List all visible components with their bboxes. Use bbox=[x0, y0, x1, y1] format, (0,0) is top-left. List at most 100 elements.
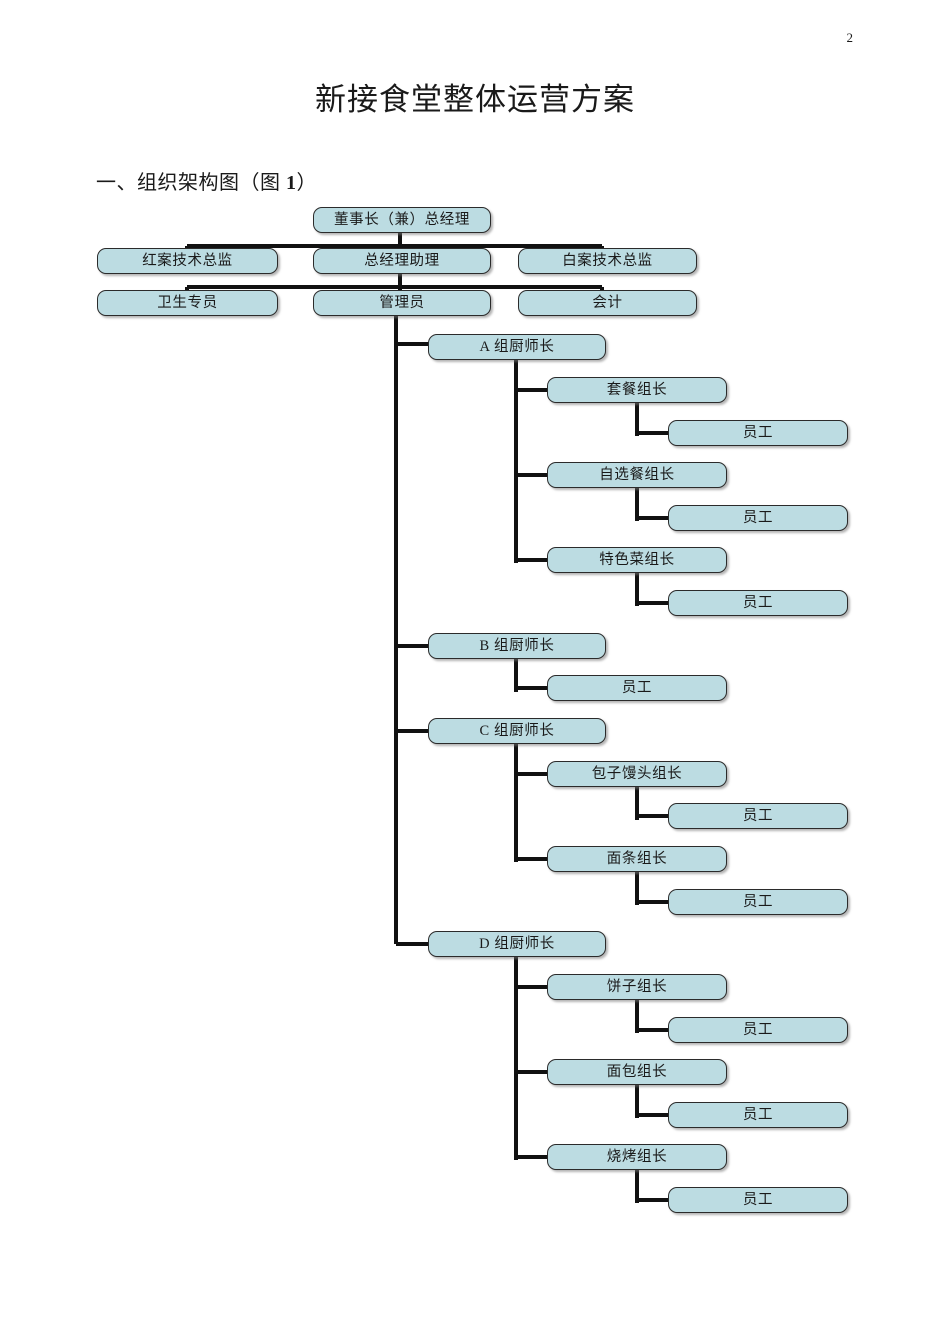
org-node-label: B 组厨师长 bbox=[479, 637, 555, 654]
org-node-label: 饼子组长 bbox=[606, 978, 668, 995]
org-node-label: 套餐组长 bbox=[606, 381, 668, 398]
org-node-n17: C 组厨师长 bbox=[428, 718, 606, 744]
org-node-n9: 套餐组长 bbox=[547, 377, 727, 403]
org-node-n2: 红案技术总监 bbox=[97, 248, 278, 274]
connector-spine-n27 bbox=[635, 1170, 639, 1203]
org-node-n3: 总经理助理 bbox=[313, 248, 491, 274]
org-node-n11: 自选餐组长 bbox=[547, 462, 727, 488]
org-node-n6: 管理员 bbox=[313, 290, 491, 316]
connector-stub-n15 bbox=[396, 644, 432, 648]
org-node-label: 管理员 bbox=[379, 294, 425, 311]
org-node-label: 员工 bbox=[742, 893, 774, 910]
org-node-label: 员工 bbox=[742, 594, 774, 611]
connector-trunk-l1-bus bbox=[187, 285, 602, 289]
org-node-n4: 白案技术总监 bbox=[518, 248, 697, 274]
org-node-n15: B 组厨师长 bbox=[428, 633, 606, 659]
org-node-label: 自选餐组长 bbox=[599, 466, 675, 483]
org-node-label: 面条组长 bbox=[606, 850, 668, 867]
org-node-label: 员工 bbox=[742, 807, 774, 824]
org-node-label: 会计 bbox=[592, 294, 623, 311]
org-node-label: 员工 bbox=[742, 1191, 774, 1208]
section-heading-figure-number: 1 bbox=[286, 172, 297, 194]
org-node-n13: 特色菜组长 bbox=[547, 547, 727, 573]
connector-stub-n16 bbox=[516, 686, 551, 690]
connector-stub-n20 bbox=[516, 857, 551, 861]
org-node-n1: 董事长（兼）总经理 bbox=[313, 207, 491, 233]
org-node-n21: 员工 bbox=[668, 889, 848, 915]
org-node-n8: A 组厨师长 bbox=[428, 334, 606, 360]
org-node-label: 员工 bbox=[742, 1021, 774, 1038]
org-node-label: D 组厨师长 bbox=[479, 935, 555, 952]
connector-stub-n21 bbox=[637, 900, 672, 904]
connector-spine-n13 bbox=[635, 573, 639, 606]
connector-spine-A bbox=[514, 360, 518, 563]
org-node-n7: 会计 bbox=[518, 290, 697, 316]
org-node-label: 卫生专员 bbox=[157, 294, 218, 311]
org-node-n14: 员工 bbox=[668, 590, 848, 616]
connector-spine-n20 bbox=[635, 872, 639, 905]
connector-stub-n19 bbox=[637, 814, 672, 818]
document-title: 新接食堂整体运营方案 bbox=[315, 82, 635, 117]
org-node-label: 烧烤组长 bbox=[606, 1148, 668, 1165]
org-node-label: 总经理助理 bbox=[364, 252, 440, 269]
connector-trunk-l0-bus bbox=[187, 244, 602, 248]
connector-stub-n14 bbox=[637, 601, 672, 605]
org-node-n26: 员工 bbox=[668, 1102, 848, 1128]
connector-stub-n22 bbox=[396, 942, 432, 946]
connector-spine-B bbox=[514, 659, 518, 692]
org-node-label: 包子馒头组长 bbox=[591, 765, 683, 782]
connector-spine-D bbox=[514, 957, 518, 1160]
connector-spine-n11 bbox=[635, 488, 639, 521]
org-node-n25: 面包组长 bbox=[547, 1059, 727, 1085]
connector-stub-n10 bbox=[637, 431, 672, 435]
org-node-n10: 员工 bbox=[668, 420, 848, 446]
connector-trunk-l0-down bbox=[398, 233, 402, 248]
connector-spine-C bbox=[514, 744, 518, 862]
org-node-label: 员工 bbox=[621, 679, 653, 696]
org-node-n16: 员工 bbox=[547, 675, 727, 701]
org-node-n22: D 组厨师长 bbox=[428, 931, 606, 957]
org-node-n19: 员工 bbox=[668, 803, 848, 829]
org-node-label: 特色菜组长 bbox=[599, 551, 675, 568]
connector-stub-n11 bbox=[516, 473, 551, 477]
org-node-label: 员工 bbox=[742, 424, 774, 441]
connector-spine-n18 bbox=[635, 787, 639, 820]
connector-stub-n27 bbox=[516, 1155, 551, 1159]
connector-stub-n18 bbox=[516, 772, 551, 776]
org-node-n18: 包子馒头组长 bbox=[547, 761, 727, 787]
connector-spine-n25 bbox=[635, 1085, 639, 1118]
connector-stub-n8 bbox=[396, 342, 432, 346]
connector-spine-main bbox=[394, 316, 398, 944]
connector-trunk-l1-down bbox=[398, 274, 402, 288]
org-node-label: 员工 bbox=[742, 509, 774, 526]
section-heading-prefix: 一、组织架构图（图 bbox=[96, 172, 286, 194]
org-node-label: 面包组长 bbox=[606, 1063, 668, 1080]
org-node-n23: 饼子组长 bbox=[547, 974, 727, 1000]
org-node-n24: 员工 bbox=[668, 1017, 848, 1043]
connector-stub-n17 bbox=[396, 729, 432, 733]
org-node-label: C 组厨师长 bbox=[479, 722, 555, 739]
page-number: 2 bbox=[846, 30, 854, 45]
connector-stub-n28 bbox=[637, 1198, 672, 1202]
connector-stub-n24 bbox=[637, 1028, 672, 1032]
connector-spine-n9 bbox=[635, 403, 639, 436]
connector-stub-n12 bbox=[637, 516, 672, 520]
connector-stub-n26 bbox=[637, 1113, 672, 1117]
org-node-label: 董事长（兼）总经理 bbox=[334, 211, 470, 228]
section-heading: 一、组织架构图（图 1） bbox=[96, 166, 317, 195]
org-node-label: A 组厨师长 bbox=[479, 338, 555, 355]
org-node-n28: 员工 bbox=[668, 1187, 848, 1213]
section-heading-suffix: ） bbox=[296, 172, 317, 194]
org-node-label: 红案技术总监 bbox=[142, 252, 233, 269]
org-node-n12: 员工 bbox=[668, 505, 848, 531]
org-node-n27: 烧烤组长 bbox=[547, 1144, 727, 1170]
connector-stub-n23 bbox=[516, 985, 551, 989]
connector-stub-n25 bbox=[516, 1070, 551, 1074]
org-node-n5: 卫生专员 bbox=[97, 290, 278, 316]
org-node-n20: 面条组长 bbox=[547, 846, 727, 872]
connector-stub-n13 bbox=[516, 558, 551, 562]
org-node-label: 员工 bbox=[742, 1106, 774, 1123]
org-node-label: 白案技术总监 bbox=[562, 252, 653, 269]
connector-stub-n9 bbox=[516, 388, 551, 392]
